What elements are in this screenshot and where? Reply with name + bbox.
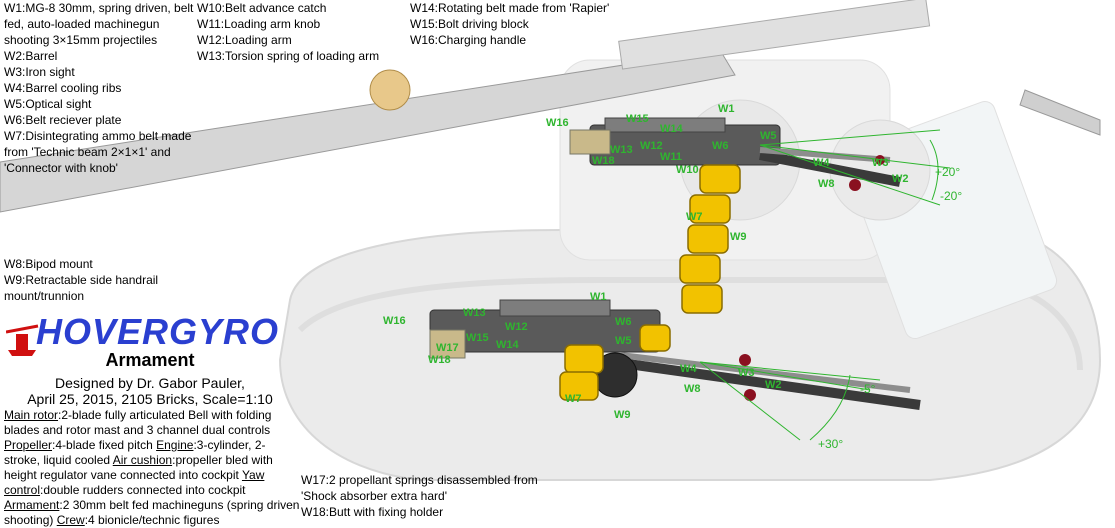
legend-w10-w13: W10:Belt advance catch W11:Loading arm k… bbox=[197, 1, 380, 63]
spec-key: Propeller bbox=[4, 438, 53, 452]
angle-minus20: -20° bbox=[940, 189, 962, 203]
label-w13-lower: W13 bbox=[463, 307, 486, 319]
label-w4-lower: W4 bbox=[680, 363, 697, 375]
label-w10: W10 bbox=[676, 164, 699, 176]
spec-key: Yaw control bbox=[4, 468, 265, 497]
label-w12-lower: W12 bbox=[505, 321, 528, 333]
label-w16-lower: W16 bbox=[383, 315, 406, 327]
label-w9: W9 bbox=[730, 231, 747, 243]
label-w16: W16 bbox=[546, 117, 569, 129]
angle-plus20: +20° bbox=[935, 165, 960, 179]
label-w3: W3 bbox=[872, 157, 889, 169]
label-w18: W18 bbox=[592, 155, 615, 167]
spec-text: :4-blade fixed pitch bbox=[52, 438, 157, 452]
label-w3-lower: W3 bbox=[738, 367, 755, 379]
spec-key: Engine bbox=[156, 438, 194, 452]
credits: Designed by Dr. Gabor Pauler, April 25, … bbox=[0, 375, 300, 407]
ammo-belt-upper bbox=[679, 164, 741, 314]
label-w8: W8 bbox=[818, 178, 835, 190]
angle-plus30: +30° bbox=[818, 437, 843, 451]
spec-key: Armament bbox=[4, 498, 60, 512]
elevation-lines bbox=[699, 129, 951, 441]
spec-text: :propeller bled with height regulator va… bbox=[4, 453, 273, 482]
label-w14: W14 bbox=[660, 123, 684, 135]
label-w18-lower: W18 bbox=[428, 354, 451, 366]
spec-text: :3-cylinder, 2-stroke, liquid cooled bbox=[4, 438, 266, 467]
angle-labels: +20° -20° -5° +30° bbox=[818, 165, 962, 451]
spec-key: Air cushion bbox=[112, 453, 173, 467]
page-subtitle: Armament bbox=[105, 350, 195, 370]
ammo-belt-lower bbox=[559, 324, 671, 401]
legend-w8-w9: W8:Bipod mount W9:Retractable side handr… bbox=[4, 257, 159, 303]
spec-text: :double rudders connected into cockpit bbox=[40, 483, 246, 497]
spec-text: :4 bionicle/technic figures bbox=[84, 513, 220, 527]
label-w12: W12 bbox=[640, 140, 663, 152]
label-w15: W15 bbox=[626, 113, 649, 125]
legend-w17-w18: W17:2 propellant springs disassembled fr… bbox=[301, 473, 538, 519]
label-w11: W11 bbox=[660, 151, 682, 163]
label-w2: W2 bbox=[892, 173, 909, 185]
legend-w1-w7: W1:MG-8 30mm, spring driven, belt fed, a… bbox=[4, 1, 194, 175]
lower-gun-labels: W1 W16 W13 W12 W6 W15 W14 W5 W17 W18 W4 … bbox=[383, 291, 782, 421]
label-w17-lower: W17 bbox=[436, 342, 459, 354]
label-w4: W4 bbox=[813, 157, 830, 169]
label-w15-lower: W15 bbox=[466, 332, 489, 344]
label-w1: W1 bbox=[718, 103, 735, 115]
upper-machinegun bbox=[569, 117, 901, 314]
legend-w14-w16: W14:Rotating belt made from 'Rapier' W15… bbox=[410, 1, 610, 47]
label-w6-lower: W6 bbox=[615, 316, 632, 328]
label-w5-lower: W5 bbox=[615, 335, 632, 347]
spec-key: Main rotor bbox=[4, 408, 59, 422]
label-w1-lower: W1 bbox=[590, 291, 607, 303]
hovercraft-logo-icon bbox=[6, 324, 39, 356]
label-w6: W6 bbox=[712, 140, 729, 152]
label-w14-lower: W14 bbox=[496, 339, 520, 351]
label-w7-lower: W7 bbox=[565, 393, 582, 405]
angle-minus5: -5° bbox=[860, 382, 876, 396]
credits-date: April 25, 2015, 2105 Bricks, Scale=1:10 bbox=[27, 391, 273, 407]
spec-key: Crew bbox=[56, 513, 85, 527]
logo-title: HOVERGYRO bbox=[36, 311, 280, 352]
credits-author: Designed by Dr. Gabor Pauler, bbox=[55, 375, 245, 391]
label-w8-lower: W8 bbox=[684, 383, 701, 395]
spec-description: Main rotor:2-blade fully articulated Bel… bbox=[4, 408, 300, 528]
label-w9-lower: W9 bbox=[614, 409, 631, 421]
upper-gun-labels: W1 W16 W15 W14 W5 W6 W13 W12 W11 W10 W18… bbox=[546, 103, 909, 243]
label-w7: W7 bbox=[686, 211, 703, 223]
label-w5: W5 bbox=[760, 130, 777, 142]
label-w13: W13 bbox=[610, 144, 633, 156]
lower-machinegun bbox=[429, 299, 921, 410]
label-w2-lower: W2 bbox=[765, 379, 782, 391]
spec-text: :2-blade fully articulated Bell with fol… bbox=[4, 408, 272, 437]
main-rotor-blade bbox=[0, 0, 1101, 213]
